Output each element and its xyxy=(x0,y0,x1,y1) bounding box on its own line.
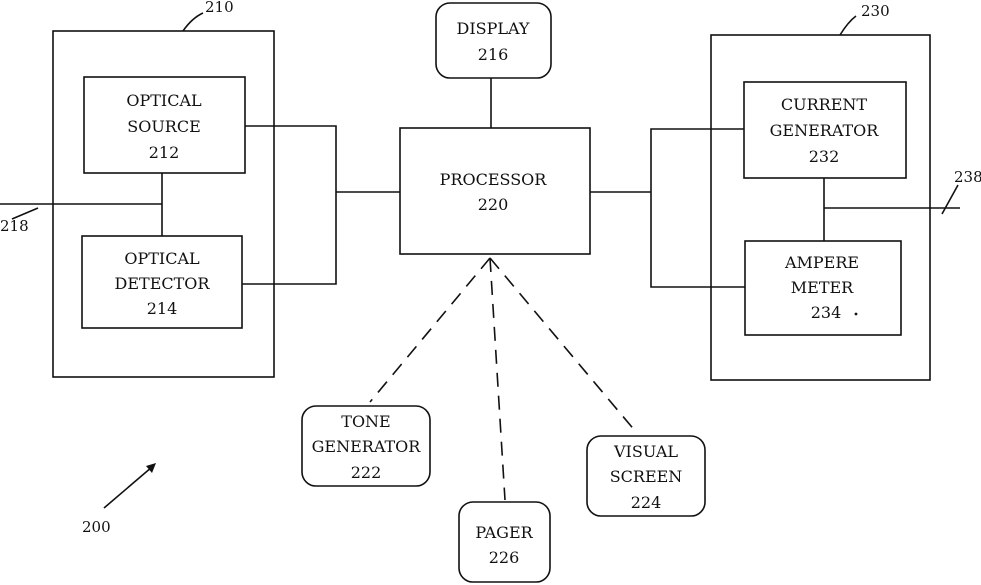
ampere-meter-label-1: AMPERE xyxy=(784,253,859,272)
current-generator-label-2: GENERATOR xyxy=(770,121,880,140)
input-line-ref: 218 xyxy=(0,217,29,235)
tone-generator-number: 222 xyxy=(351,463,382,482)
optical-unit-ref: 210 xyxy=(205,0,234,16)
optical-detector-label-2: DETECTOR xyxy=(115,274,211,293)
current-generator-label-1: CURRENT xyxy=(781,95,868,114)
optical-source-label-1: OPTICAL xyxy=(126,91,202,110)
optical-source-number: 212 xyxy=(149,143,180,162)
pager-label: PAGER xyxy=(475,523,533,542)
display-label: DISPLAY xyxy=(457,19,530,38)
system-ref: 200 xyxy=(82,518,111,536)
pager-box xyxy=(459,502,550,582)
optical-unit-leader xyxy=(183,13,203,31)
ampere-meter-dot xyxy=(855,313,858,316)
screen-link xyxy=(490,258,636,432)
visual-screen-label-1: VISUAL xyxy=(613,442,678,461)
optical-detector-label-1: OPTICAL xyxy=(124,249,200,268)
display-box xyxy=(436,3,551,78)
pager-number: 226 xyxy=(489,548,520,567)
current-generator-number: 232 xyxy=(809,147,840,166)
visual-screen-number: 224 xyxy=(631,493,662,512)
ampere-meter-number: 234 xyxy=(811,303,842,322)
pager-link xyxy=(490,258,505,500)
display-number: 216 xyxy=(478,45,509,64)
tone-generator-label-2: GENERATOR xyxy=(312,437,422,456)
processor-label: PROCESSOR xyxy=(440,170,548,189)
optical-detector-number: 214 xyxy=(147,299,178,318)
processor-number: 220 xyxy=(478,195,509,214)
tone-generator-label-1: TONE xyxy=(341,412,390,431)
ampere-meter-label-2: METER xyxy=(791,278,854,297)
electrical-unit-leader xyxy=(840,16,856,35)
processor-box xyxy=(400,128,590,254)
visual-screen-label-2: SCREEN xyxy=(610,467,683,486)
electrical-unit-ref: 230 xyxy=(861,2,890,20)
system-arrow xyxy=(104,467,152,508)
output-line-ref: 238 xyxy=(954,168,981,186)
tone-link xyxy=(370,258,490,402)
optical-source-label-2: SOURCE xyxy=(127,117,201,136)
output-line-leader xyxy=(942,185,958,214)
